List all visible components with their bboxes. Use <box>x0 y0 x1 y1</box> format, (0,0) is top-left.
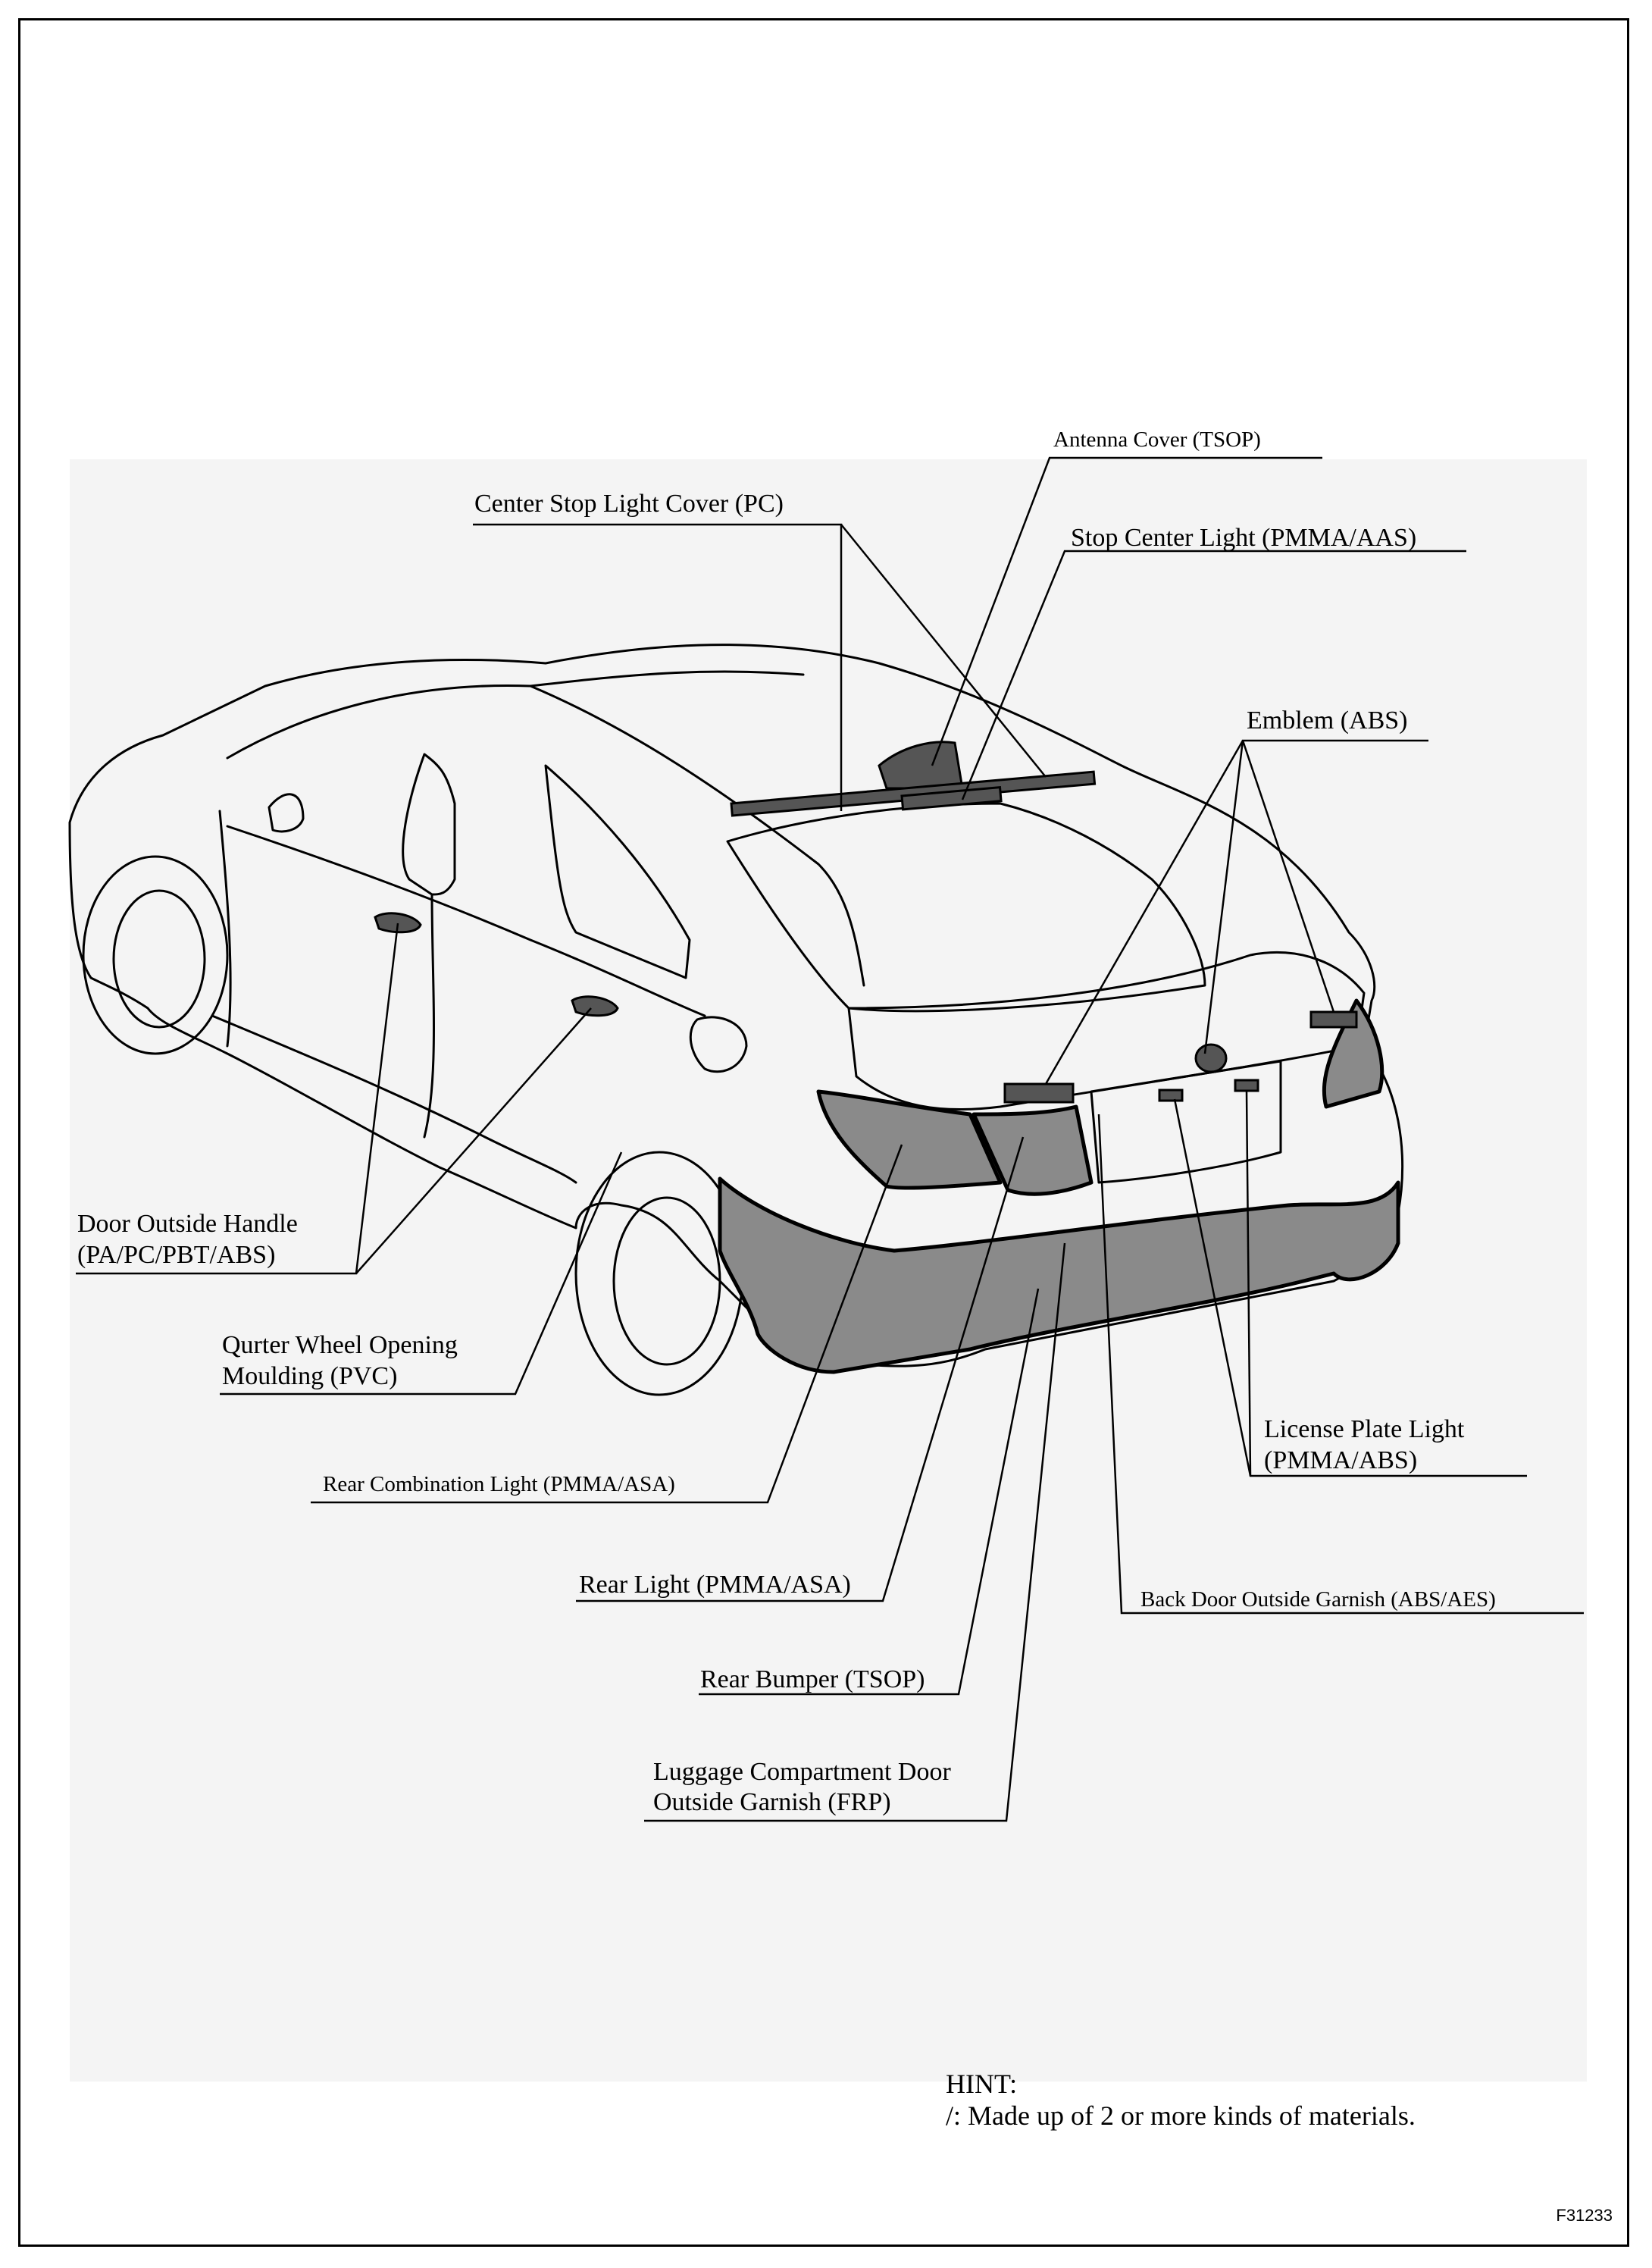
license-plate-light-left <box>1158 1089 1184 1102</box>
label-luggage-garnish-1: Luggage Compartment Door <box>653 1758 951 1786</box>
hint-block: HINT: /: Made up of 2 or more kinds of m… <box>946 2068 1416 2132</box>
front-wheel <box>82 855 229 1055</box>
label-quarter-wheel-2: Moulding (PVC) <box>222 1362 398 1390</box>
dark-parts <box>374 741 1358 1104</box>
figure-id: F31233 <box>1556 2206 1613 2225</box>
license-plate-light-right <box>1234 1079 1259 1092</box>
emblem-center-shape <box>1194 1043 1228 1073</box>
leader-antenna-cover <box>931 456 1322 766</box>
label-antenna-cover: Antenna Cover (TSOP) <box>1053 428 1261 452</box>
label-rear-bumper: Rear Bumper (TSOP) <box>700 1665 925 1693</box>
rear-bumper-shape <box>718 1176 1400 1374</box>
fuel-lid <box>689 1016 748 1073</box>
rear-window <box>544 764 691 979</box>
label-back-door-outside-garnish: Back Door Outside Garnish (ABS/AES) <box>1140 1587 1496 1612</box>
leader-back-door-garnish <box>1097 1114 1584 1615</box>
right-rear-light-shape <box>1322 998 1384 1109</box>
leader-center-stop-light-cover-2 <box>840 524 1047 778</box>
leader-door-handle-2 <box>355 1007 592 1274</box>
door-handle-front <box>374 912 422 934</box>
leader-emblem-3 <box>1241 740 1335 1013</box>
rear-combination-light-shape <box>816 1089 1003 1190</box>
label-emblem: Emblem (ABS) <box>1247 706 1408 735</box>
label-rear-combination-light: Rear Combination Light (PMMA/ASA) <box>323 1472 675 1496</box>
front-wheel-inner <box>112 889 206 1029</box>
door-line-rear <box>423 893 435 1139</box>
car-illustration <box>68 644 1404 1396</box>
label-quarter-wheel-1: Qurter Wheel Opening <box>222 1331 458 1359</box>
rear-wheel-inner <box>612 1196 721 1366</box>
label-door-outside-handle-1: Door Outside Handle <box>77 1210 298 1238</box>
emblem-right-shape <box>1309 1010 1358 1029</box>
antenna-cover-shape <box>878 741 964 790</box>
side-mirror <box>268 793 305 833</box>
label-license-plate-light-1: License Plate Light <box>1264 1415 1465 1443</box>
rear-light-shape <box>971 1104 1094 1196</box>
front-window <box>402 753 456 896</box>
side-rocker <box>211 1014 577 1184</box>
leader-lines <box>76 456 1584 1822</box>
leader-rear-light <box>576 1136 1025 1602</box>
leader-rear-bumper <box>699 1288 1040 1696</box>
leader-license-plate-light-2 <box>1245 1091 1252 1477</box>
leader-rear-combination-light <box>311 1144 903 1504</box>
roof-line-2 <box>529 684 865 987</box>
label-stop-center-light: Stop Center Light (PMMA/AAS) <box>1071 524 1417 552</box>
license-plate-recess <box>1090 1060 1282 1184</box>
highlighted-parts <box>718 998 1400 1374</box>
leader-luggage-garnish <box>644 1242 1066 1822</box>
page-frame <box>18 18 1629 2247</box>
label-door-outside-handle-2: (PA/PC/PBT/ABS) <box>77 1241 276 1269</box>
leader-emblem-2 <box>1044 740 1244 1085</box>
leader-stop-center-light <box>961 550 1466 800</box>
label-rear-light: Rear Light (PMMA/ASA) <box>579 1571 851 1599</box>
door-line-front <box>218 810 232 1048</box>
leader-quarter-wheel <box>220 1151 623 1396</box>
side-beltline <box>226 825 706 1017</box>
label-center-stop-light-cover: Center Stop Light Cover (PC) <box>474 490 784 518</box>
emblem-left-shape <box>1003 1082 1075 1104</box>
label-license-plate-light-2: (PMMA/ABS) <box>1264 1446 1418 1474</box>
hint-title: HINT: <box>946 2069 1018 2099</box>
hint-text: /: Made up of 2 or more kinds of materia… <box>946 2100 1416 2131</box>
stop-center-light-shape <box>900 786 1003 811</box>
label-luggage-garnish-2: Outside Garnish (FRP) <box>653 1788 891 1816</box>
